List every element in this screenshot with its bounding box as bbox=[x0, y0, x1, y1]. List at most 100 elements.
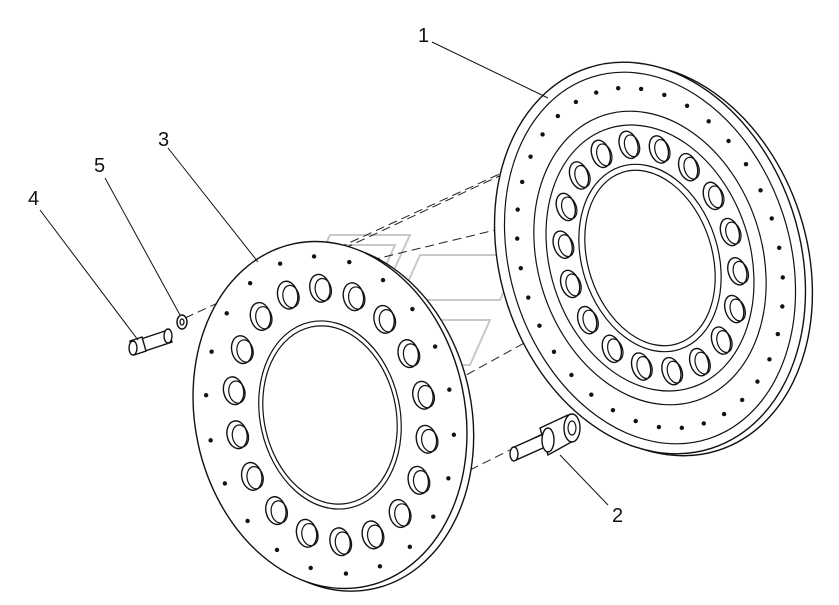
flange-hole bbox=[552, 230, 573, 259]
flange-hole-inner bbox=[725, 221, 742, 245]
rim-bolt-hole bbox=[245, 518, 250, 524]
flange-hole-inner bbox=[270, 500, 289, 524]
rim-bolt-hole bbox=[308, 565, 313, 571]
flange-hole-inner bbox=[596, 143, 613, 167]
rim-bolt-hole bbox=[410, 306, 415, 312]
rim-bolt-hole bbox=[277, 261, 283, 266]
flange-ring-0 bbox=[503, 71, 797, 445]
flange-hole bbox=[361, 520, 384, 550]
rim-bolt-hole bbox=[447, 387, 452, 392]
flange-hole bbox=[222, 376, 245, 406]
flange-hole-inner bbox=[729, 298, 746, 322]
callout-5: 5 bbox=[94, 155, 105, 177]
callout-1: 1 bbox=[418, 25, 429, 47]
leader-lines bbox=[39, 41, 609, 506]
flange-hole bbox=[590, 139, 612, 169]
flange-hole bbox=[342, 282, 365, 312]
flange-hole bbox=[388, 499, 411, 529]
flange-hole-inner bbox=[402, 343, 421, 367]
rim-bolt-hole bbox=[662, 92, 667, 98]
rim-bolt-hole bbox=[706, 119, 711, 124]
flange-hole bbox=[295, 518, 318, 548]
flange-hole-inner bbox=[282, 284, 300, 309]
rim-bolt-hole bbox=[638, 86, 644, 92]
rim-bolt-hole bbox=[633, 418, 638, 424]
rim-bolt-hole bbox=[551, 349, 557, 354]
flange-ring-2 bbox=[545, 124, 755, 392]
rim-bolt-hole bbox=[573, 99, 579, 105]
flange-hole bbox=[412, 380, 434, 410]
rim-bolt-hole bbox=[203, 393, 209, 398]
rim-bolt-hole bbox=[780, 275, 785, 280]
rim-bolt-hole bbox=[311, 254, 317, 259]
flange-hole-inner bbox=[708, 185, 725, 209]
flange-hole bbox=[661, 356, 682, 386]
flange-hole bbox=[601, 334, 623, 364]
rim-bolt-hole bbox=[515, 207, 520, 212]
flange-hole bbox=[249, 301, 272, 331]
rim-bolt-hole bbox=[208, 438, 213, 443]
rim-bolt-hole bbox=[615, 85, 621, 91]
flange-hole-inner bbox=[236, 339, 254, 363]
flange-ring-0 bbox=[258, 320, 402, 510]
flange-hole-inner bbox=[314, 277, 333, 302]
flange-hole-inner bbox=[231, 424, 250, 448]
flange-hole-inner bbox=[582, 309, 599, 333]
flange-hole-inner bbox=[301, 522, 319, 547]
flange-outer-rim bbox=[493, 61, 807, 455]
rim-bolt-hole bbox=[519, 179, 525, 185]
rim-bolt-hole bbox=[656, 424, 662, 430]
rim-bolt-hole bbox=[701, 421, 706, 426]
rim-bolt-hole bbox=[739, 397, 745, 403]
flange-hole-inner bbox=[623, 134, 641, 158]
callout-4: 4 bbox=[28, 188, 39, 210]
flange-hole bbox=[576, 305, 598, 335]
flange-hole-inner bbox=[557, 234, 575, 258]
rear-flange-part-1 bbox=[493, 61, 814, 457]
flange-hole bbox=[407, 465, 430, 495]
flange-hole bbox=[719, 217, 741, 247]
flange-hole bbox=[568, 161, 590, 190]
flange-hole bbox=[329, 527, 351, 557]
rim-bolt-hole bbox=[209, 349, 214, 354]
flange-hole-inner bbox=[732, 260, 750, 284]
rim-bolt-hole bbox=[247, 280, 253, 286]
rim-bolt-hole bbox=[528, 154, 533, 159]
rim-bolt-hole bbox=[446, 476, 451, 481]
flange-hole-inner bbox=[654, 138, 671, 162]
rim-bolt-hole bbox=[431, 514, 436, 519]
flange-hole-inner bbox=[694, 351, 711, 375]
flange-hole bbox=[648, 135, 670, 164]
rim-bolt-hole bbox=[726, 138, 731, 144]
flange-outer-rim bbox=[192, 240, 468, 590]
flange-ring-1 bbox=[533, 110, 767, 406]
bolt-part-4 bbox=[128, 328, 173, 356]
rim-bolt-hole bbox=[555, 113, 561, 119]
rim-bolt-hole bbox=[610, 407, 616, 413]
rim-bolt-hole bbox=[407, 544, 413, 550]
flange-hole bbox=[630, 352, 652, 381]
rim-bolt-hole bbox=[540, 132, 545, 137]
flange-hole bbox=[559, 269, 581, 299]
flange-hole bbox=[240, 461, 263, 491]
rim-bolt-hole bbox=[347, 259, 352, 265]
rim-bolt-hole bbox=[589, 392, 594, 397]
flange-hole-inner bbox=[334, 531, 353, 555]
flange-hole bbox=[555, 192, 577, 222]
flange-hole-inner bbox=[565, 273, 582, 297]
flange-hole bbox=[397, 339, 420, 369]
rim-bolt-hole bbox=[380, 277, 386, 283]
flange-hole-inner bbox=[716, 330, 733, 354]
flange-hole bbox=[265, 496, 287, 526]
rim-bolt-hole bbox=[343, 571, 349, 576]
flange-hole-inner bbox=[412, 470, 431, 494]
rim-bolt-hole bbox=[767, 357, 772, 362]
flange-ring-3 bbox=[578, 163, 722, 353]
front-flange-part-3 bbox=[192, 240, 475, 592]
rim-bolt-hole bbox=[515, 236, 520, 241]
flange-hole-inner bbox=[560, 196, 578, 220]
flange-hole bbox=[373, 304, 395, 334]
rim-bolt-hole bbox=[755, 379, 760, 384]
rim-bolt-hole bbox=[224, 311, 229, 316]
flange-hole bbox=[618, 130, 639, 160]
